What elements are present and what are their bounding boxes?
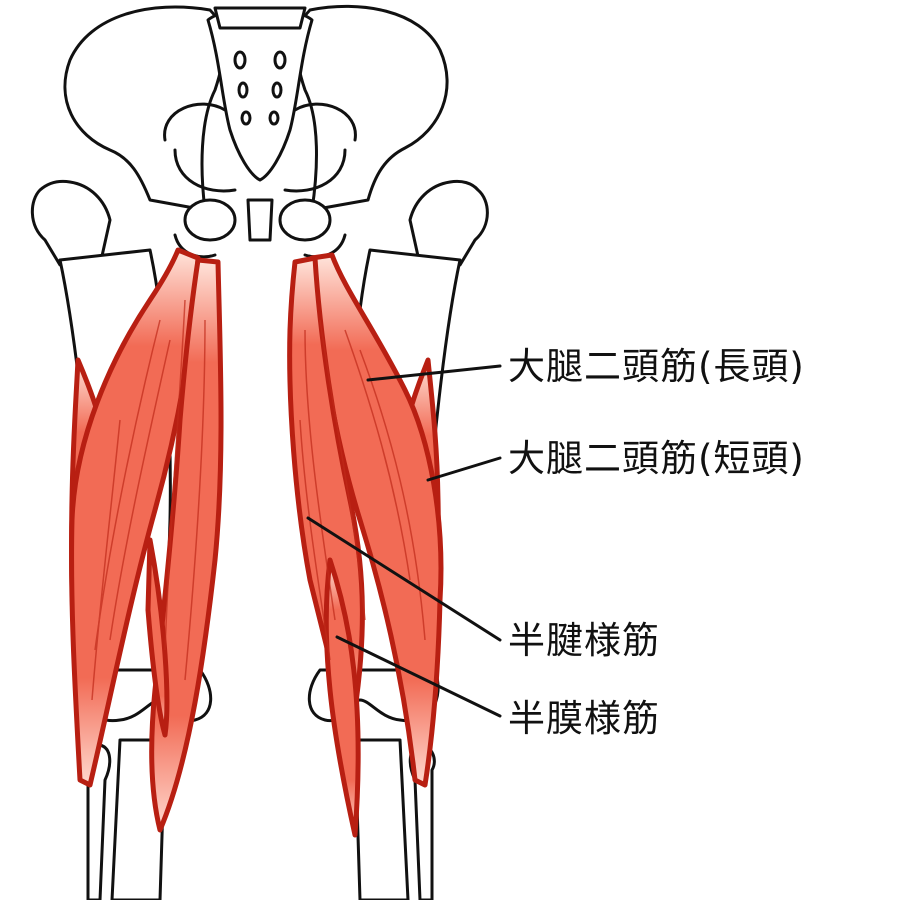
leader-line-semimembranosus	[335, 635, 502, 718]
label-biceps-femoris-long-head: 大腿二頭筋(長頭)	[508, 345, 805, 388]
label-semimembranosus: 半膜様筋	[508, 697, 660, 740]
right-ilium	[294, 4, 449, 212]
leader-line-biceps-short	[426, 456, 502, 482]
label-biceps-femoris-short-head: 大腿二頭筋(短頭)	[508, 437, 805, 480]
leader-line-semitendinosus	[306, 516, 502, 642]
right-tibia	[353, 738, 410, 900]
sacrum	[206, 7, 314, 182]
left-ilium	[63, 5, 226, 212]
right-obturator-foramen	[278, 198, 332, 242]
left-semitendinosus	[145, 537, 170, 738]
left-obturator-foramen	[183, 198, 237, 242]
label-semitendinosus: 半腱様筋	[508, 619, 660, 662]
leader-line-biceps-long	[366, 364, 502, 382]
left-greater-trochanter	[30, 179, 112, 267]
left-biceps-long-head	[69, 247, 201, 788]
right-greater-trochanter	[408, 179, 489, 267]
